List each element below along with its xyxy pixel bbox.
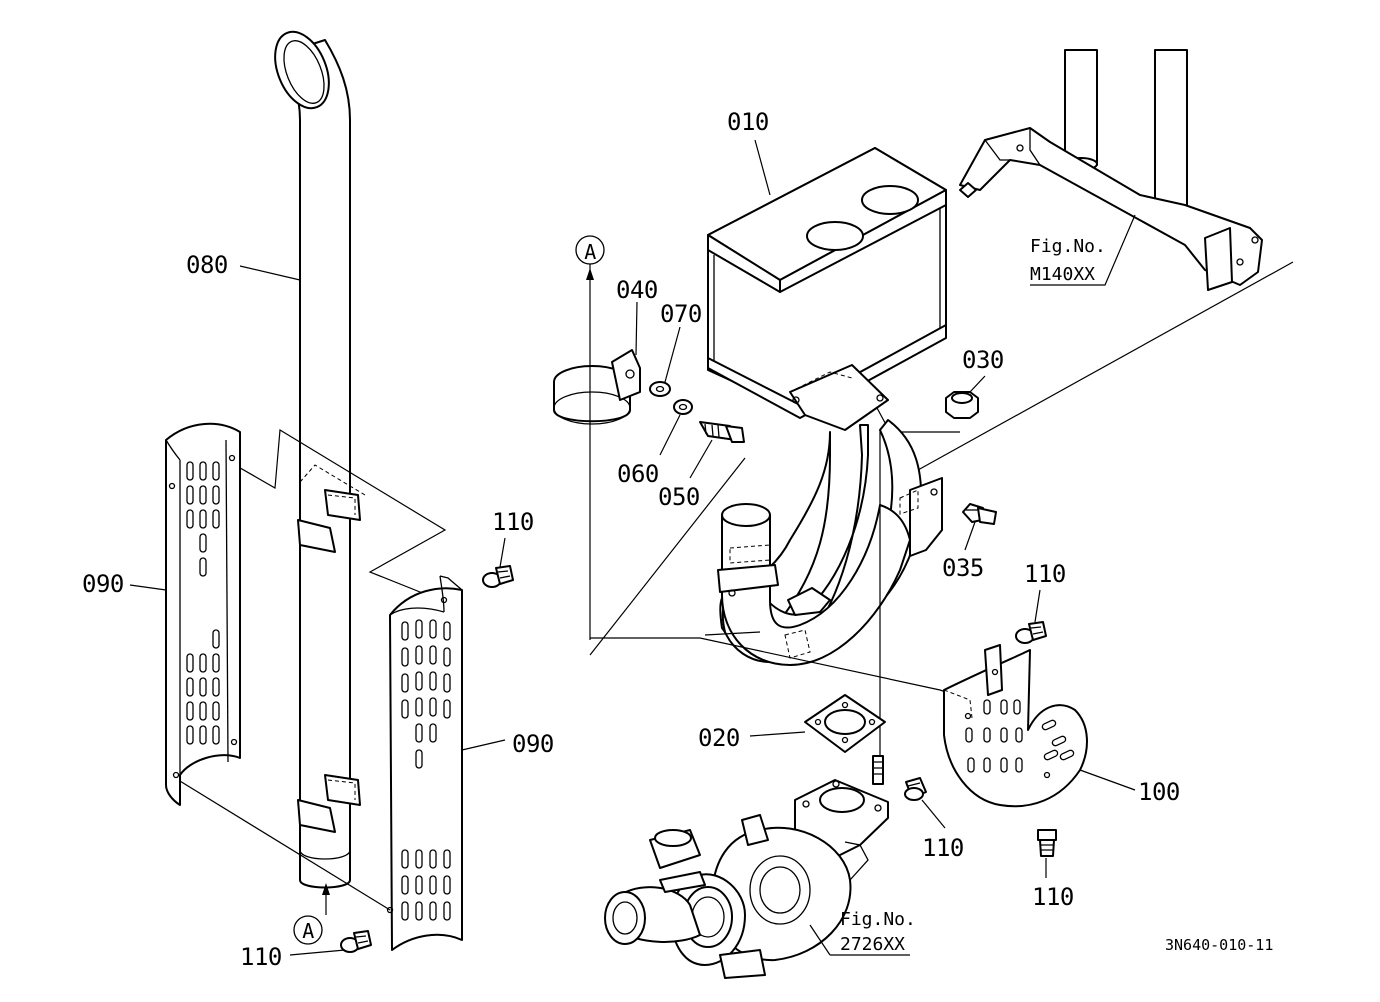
gasket-020 <box>804 694 886 753</box>
label-110-top: 110 <box>492 508 534 536</box>
bolt-035 <box>962 503 997 525</box>
label-040: 040 <box>616 276 658 304</box>
construction-line-left-shield <box>234 428 447 601</box>
frame-bracket <box>959 49 1263 291</box>
label-020: 020 <box>698 724 740 752</box>
drawing-code: 3N640-010-11 <box>1165 936 1273 954</box>
label-110-bottom-left: 110 <box>240 943 282 971</box>
bolt-110-right-bottom <box>1037 829 1057 857</box>
ref-marker-a-top: A <box>575 235 605 640</box>
label-035: 035 <box>942 554 984 582</box>
lockwasher-060 <box>673 399 693 415</box>
construction-line-lower <box>174 777 391 911</box>
label-090-right: 090 <box>512 730 554 758</box>
heat-shield-090-left <box>165 422 241 806</box>
label-070: 070 <box>660 300 702 328</box>
ref-marker-a-top-label: A <box>584 240 596 264</box>
bolt-110-bottom-left <box>340 930 372 953</box>
fig-ref-bottom-line2: 2726XX <box>840 934 905 955</box>
label-030: 030 <box>962 346 1004 374</box>
label-090-left: 090 <box>82 570 124 598</box>
ref-marker-a-bottom-label: A <box>302 919 314 943</box>
label-100: 100 <box>1138 778 1180 806</box>
bolt-050 <box>699 421 745 443</box>
fig-ref-top-line2: M140XX <box>1030 264 1095 285</box>
ref-marker-a-bottom: A <box>293 883 330 945</box>
label-080: 080 <box>186 251 228 279</box>
nut-030 <box>945 391 979 419</box>
muffler-010 <box>707 147 947 431</box>
heat-shield-090-right <box>386 575 463 951</box>
label-110-right-mid: 110 <box>922 834 964 862</box>
outlet-elbow-pipe <box>717 419 943 666</box>
fig-ref-top-line1: Fig.No. <box>1030 236 1106 257</box>
construction-line-left-dash <box>299 464 366 496</box>
label-110-right-top: 110 <box>1024 560 1066 588</box>
heat-shield-100 <box>943 644 1088 808</box>
construction-line-bracket <box>917 261 1294 471</box>
bolt-110-right-mid <box>904 777 927 801</box>
label-050: 050 <box>658 483 700 511</box>
label-060: 060 <box>617 460 659 488</box>
tail-pipe-080 <box>274 30 361 889</box>
label-010: 010 <box>727 108 769 136</box>
turbocharger <box>604 779 889 979</box>
clamp-040 <box>553 349 641 425</box>
label-110-right-bottom: 110 <box>1032 883 1074 911</box>
washer-070 <box>649 381 671 397</box>
fig-ref-bottom-line1: Fig.No. <box>840 909 916 930</box>
bolt-110-top <box>482 565 514 588</box>
bolt-110-right-top <box>1015 621 1047 644</box>
stud-bolt <box>872 755 884 785</box>
leader-lines <box>129 139 1136 956</box>
